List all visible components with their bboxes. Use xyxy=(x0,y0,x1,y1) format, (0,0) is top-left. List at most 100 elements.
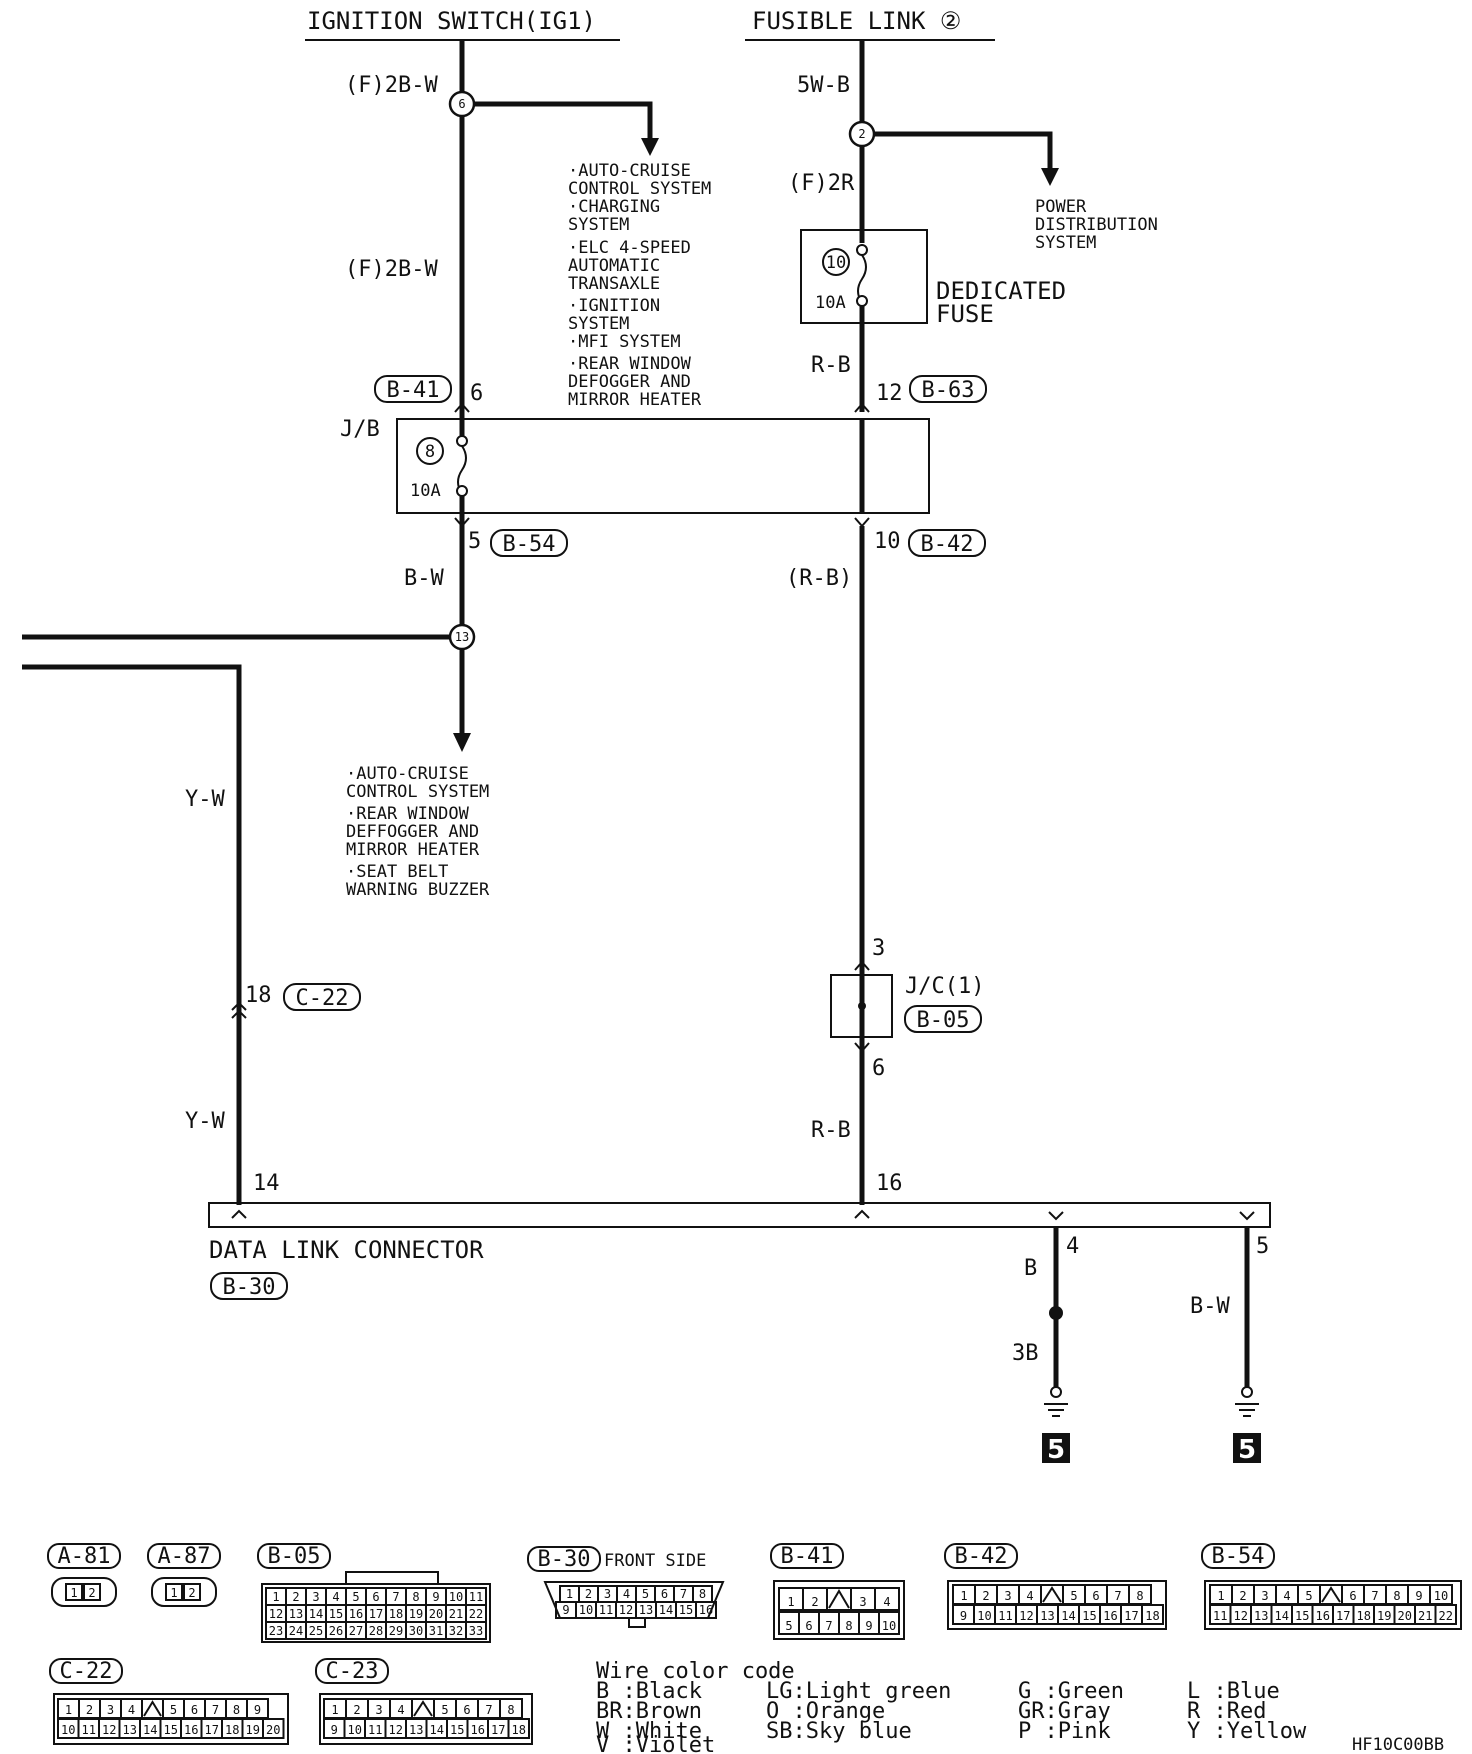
systems-bottom-line: ·SEAT BELT xyxy=(346,862,448,882)
systems-top-line: SYSTEM xyxy=(568,215,629,235)
pin-number: 29 xyxy=(389,1624,403,1638)
power-distribution-line: DISTRIBUTION xyxy=(1035,215,1158,235)
wire-label-rb-top: R-B xyxy=(811,353,851,378)
connector-tag-b54-view xyxy=(1201,1543,1275,1569)
connector-pin-cell xyxy=(878,1611,900,1635)
pin-number: 2 xyxy=(1239,1589,1246,1603)
pin-number: 11 xyxy=(1213,1609,1227,1623)
dedicated-fuse-label: FUSE xyxy=(936,300,994,328)
pin-number: 13 xyxy=(1040,1609,1054,1623)
pin-number: 3 xyxy=(1261,1589,1268,1603)
pin-number: 1 xyxy=(272,1590,279,1604)
connector-chevron xyxy=(1048,1211,1064,1221)
pin-number: 6 xyxy=(805,1619,812,1633)
ground-terminal xyxy=(1241,1386,1253,1398)
data-link-connector xyxy=(208,1202,1271,1228)
pin-number: 4 xyxy=(1283,1589,1290,1603)
pin-number: 25 xyxy=(309,1624,323,1638)
pin-number: 5 xyxy=(785,1619,792,1633)
pin-number: 8 xyxy=(233,1703,240,1717)
junction-connector-label: J/C(1) xyxy=(905,974,984,999)
pin-number: 20 xyxy=(429,1607,443,1621)
wire-label-bw-bottom: B-W xyxy=(1190,1294,1230,1319)
pin-number: 7 xyxy=(212,1703,219,1717)
pin-number: 19 xyxy=(1377,1609,1391,1623)
pin-number: 12 xyxy=(102,1723,116,1737)
pin-number: 15 xyxy=(1082,1609,1096,1623)
pin-number: 5 xyxy=(1305,1589,1312,1603)
dedicated-fuse-label: DEDICATED xyxy=(936,277,1066,305)
systems-bottom-line: WARNING BUZZER xyxy=(346,880,490,900)
pin-number: 15 xyxy=(679,1603,693,1617)
connector-chevron xyxy=(231,1209,247,1219)
pin-number: 7 xyxy=(485,1703,492,1717)
pin-number: 19 xyxy=(246,1723,260,1737)
systems-list-bottom: ·AUTO-CRUISE CONTROL SYSTEM ·REAR WINDOW… xyxy=(346,764,490,900)
pin-number: 9 xyxy=(254,1703,261,1717)
wire-color-legend: Wire color code B :Black BR:Brown W :Whi… xyxy=(596,1659,1307,1754)
figure-id: HF10C00BB xyxy=(1352,1735,1444,1754)
legend-title: Wire color code xyxy=(596,1659,795,1684)
systems-top-line: ·CHARGING xyxy=(568,197,660,217)
ground-terminal xyxy=(1050,1386,1062,1398)
fuse-terminal xyxy=(856,244,868,256)
legend-entry: BR:Brown xyxy=(596,1699,702,1724)
connector-view-label: A-87 xyxy=(158,1544,211,1569)
pin-number: 16 xyxy=(699,1603,713,1617)
wire-label-5wb: 5W-B xyxy=(797,73,850,98)
connector-chevron xyxy=(454,517,470,528)
connector-chevron xyxy=(854,1209,870,1219)
pin-number: 11 xyxy=(998,1609,1012,1623)
junction-dot xyxy=(858,1002,866,1010)
connector-chevron xyxy=(1239,1211,1255,1221)
pin-number: 8 xyxy=(699,1587,706,1601)
pin-number: 9 xyxy=(865,1619,872,1633)
pin-number: 2 xyxy=(86,1703,93,1717)
ground-point-badge xyxy=(1042,1433,1070,1463)
pin-number: 5 xyxy=(441,1703,448,1717)
fuse-terminal xyxy=(456,435,468,447)
front-side-label: FRONT SIDE xyxy=(604,1551,706,1571)
pin-number: 18 xyxy=(225,1723,239,1737)
connector-housing xyxy=(947,1580,1167,1630)
yw-wire xyxy=(22,664,242,1205)
legend-entry: Y :Yellow xyxy=(1187,1719,1307,1744)
systems-top-line: AUTOMATIC xyxy=(568,256,660,276)
pin-number: 1 xyxy=(960,1589,967,1603)
splice-2 xyxy=(848,120,876,148)
splice-6 xyxy=(448,90,476,118)
pin-number: 11 xyxy=(368,1723,382,1737)
connector-pin-cell xyxy=(1141,1604,1164,1625)
systems-top-line: CONTROL SYSTEM xyxy=(568,179,711,199)
pin-number: 14 xyxy=(659,1603,673,1617)
systems-list-top: ·AUTO-CRUISE CONTROL SYSTEM ·CHARGING SY… xyxy=(568,161,711,410)
pin-number: 20 xyxy=(266,1723,280,1737)
pin-number: 7 xyxy=(1114,1589,1121,1603)
pin-number: 16 xyxy=(471,1723,485,1737)
connector-tag-b54 xyxy=(490,529,568,557)
pin-number: 2 xyxy=(188,1586,195,1600)
connector-tag-b42 xyxy=(908,529,986,557)
arrow-head-icon xyxy=(453,733,471,752)
pin-number: 3 xyxy=(604,1587,611,1601)
pin-number: 21 xyxy=(449,1607,463,1621)
pin-number: 2 xyxy=(353,1703,360,1717)
pin-number: 12 xyxy=(1019,1609,1033,1623)
pin-number: 16 xyxy=(184,1723,198,1737)
wire-label-yw-top: Y-W xyxy=(185,787,225,812)
connector-tag-c22-view xyxy=(49,1658,123,1684)
pin-number: 19 xyxy=(409,1607,423,1621)
pin-number: 2 xyxy=(292,1590,299,1604)
pin-number: 12 xyxy=(269,1607,283,1621)
pin-number: 2 xyxy=(811,1595,818,1609)
legend-entry: R :Red xyxy=(1187,1699,1266,1724)
connector-tag-a87 xyxy=(147,1543,221,1569)
connector-tag-b63 xyxy=(909,375,987,403)
pin-number: 2 xyxy=(585,1587,592,1601)
arrow-head-icon xyxy=(641,138,659,156)
pin-number: 16 xyxy=(1316,1609,1330,1623)
pin-number: 13 xyxy=(639,1603,653,1617)
